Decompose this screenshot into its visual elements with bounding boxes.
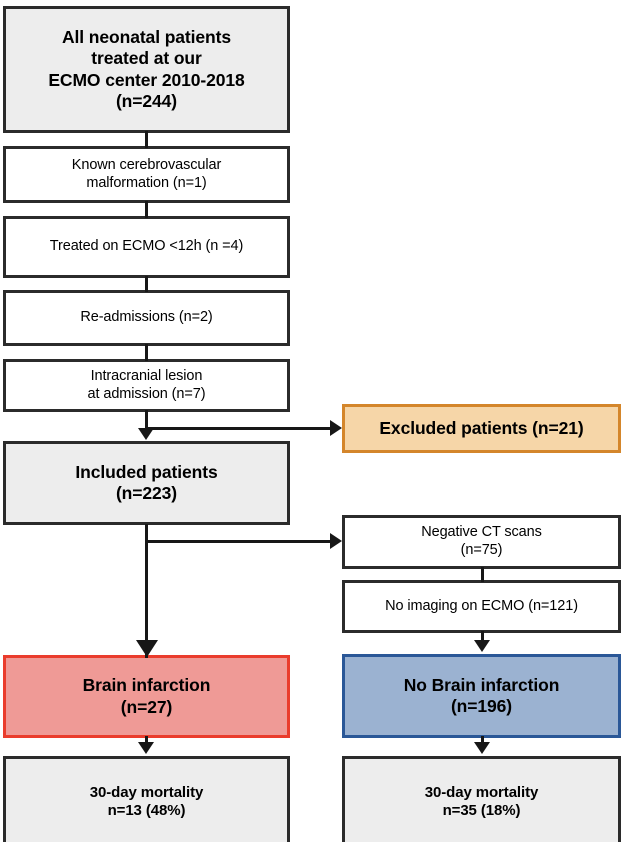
connector-exclusion-4-to-included <box>145 410 148 433</box>
arrowhead-into-mortality-no-brain-infarction <box>474 742 490 754</box>
node-brain-infarction: Brain infarction (n=27) <box>3 655 290 738</box>
node-no-brain-infarction: No Brain infarction (n=196) <box>342 654 621 738</box>
connector-branch-to-excluded <box>145 427 335 430</box>
connector-exclusion-3-to-4 <box>145 344 148 361</box>
arrowhead-into-negative-ct-scans <box>330 533 342 549</box>
connector-negative-ct-to-no-imaging <box>481 567 484 582</box>
arrowhead-into-no-brain-infarction <box>474 640 490 652</box>
node-included-patients: Included patients (n=223) <box>3 441 290 525</box>
connector-exclusion-2-to-3 <box>145 276 148 292</box>
arrowhead-into-mortality-brain-infarction <box>138 742 154 754</box>
node-re-admissions: Re-admissions (n=2) <box>3 290 290 346</box>
connector-cohort-to-exclusion-1 <box>145 131 148 148</box>
node-intracranial-lesion-at-admission: Intracranial lesion at admission (n=7) <box>3 359 290 412</box>
node-all-neonatal-patients: All neonatal patients treated at our ECM… <box>3 6 290 133</box>
connector-no-imaging-to-no-brain-infarction <box>481 631 484 645</box>
arrowhead-into-included-patients <box>138 428 154 440</box>
connector-included-to-brain-infarction <box>145 524 148 658</box>
node-30-day-mortality-no-brain-infarction: 30-day mortality n=35 (18%) <box>342 756 621 842</box>
node-known-cerebrovascular-malformation: Known cerebrovascular malformation (n=1) <box>3 146 290 203</box>
node-30-day-mortality-brain-infarction: 30-day mortality n=13 (48%) <box>3 756 290 842</box>
node-treated-on-ecmo-under-12h: Treated on ECMO <12h (n =4) <box>3 216 290 278</box>
node-no-imaging-on-ecmo: No imaging on ECMO (n=121) <box>342 580 621 633</box>
node-excluded-patients: Excluded patients (n=21) <box>342 404 621 453</box>
arrowhead-into-excluded-patients <box>330 420 342 436</box>
arrowhead-into-brain-infarction <box>136 640 158 657</box>
connector-exclusion-1-to-2 <box>145 201 148 218</box>
connector-branch-to-negative-ct <box>145 540 335 543</box>
node-negative-ct-scans: Negative CT scans (n=75) <box>342 515 621 569</box>
